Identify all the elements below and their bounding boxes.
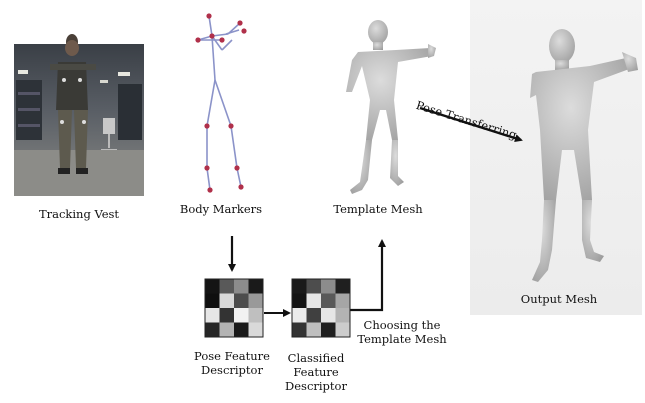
descriptor-cell xyxy=(292,279,307,294)
template-mesh-label: Template Mesh xyxy=(333,202,423,216)
body-markers-skeleton xyxy=(197,15,242,191)
descriptor-cell xyxy=(205,322,220,337)
descriptor-cell xyxy=(248,279,263,294)
descriptor-cell xyxy=(306,293,321,308)
classified-to-template-arrow xyxy=(350,239,386,312)
descriptor-cell xyxy=(205,279,220,294)
classified-line3: Descriptor xyxy=(285,379,347,393)
descriptor-cell xyxy=(306,308,321,323)
descriptor-cell xyxy=(234,308,249,323)
descriptor-cell xyxy=(205,308,220,323)
choosing-template-mesh-label: Choosing the Template Mesh xyxy=(352,318,452,346)
descriptor-cell xyxy=(335,279,350,294)
descriptor-cell xyxy=(321,322,336,337)
descriptor-cell xyxy=(335,293,350,308)
descriptor-cell xyxy=(219,308,234,323)
descriptor-cell xyxy=(321,279,336,294)
output-mesh-figure xyxy=(530,29,638,282)
descriptor-cell xyxy=(234,322,249,337)
pose-transfer-arrow xyxy=(419,106,523,143)
descriptor-cell xyxy=(292,308,307,323)
descriptor-cell xyxy=(335,308,350,323)
tracking-vest-photo xyxy=(14,34,144,196)
tracking-vest-label: Tracking Vest xyxy=(38,207,120,221)
descriptor-cell xyxy=(248,322,263,337)
pose-feature-descriptor-label: Pose Feature Descriptor xyxy=(186,349,278,377)
classified-line2: Feature xyxy=(293,365,339,379)
descriptor-cell xyxy=(321,293,336,308)
classified-feature-descriptor-grid xyxy=(291,278,351,338)
descriptor-border xyxy=(204,278,264,338)
body-markers-points xyxy=(195,13,247,193)
classified-line1: Classified xyxy=(287,351,345,365)
template-mesh-figure xyxy=(346,20,436,194)
descriptor-cell xyxy=(219,293,234,308)
descriptor-cell xyxy=(292,293,307,308)
descriptor-cell xyxy=(306,322,321,337)
pose-feature-descriptor-grid xyxy=(204,278,264,338)
descriptor-cell xyxy=(205,293,220,308)
body-markers-label: Body Markers xyxy=(179,202,263,216)
pose-feature-line1: Pose Feature xyxy=(194,349,270,363)
descriptor-cell xyxy=(234,293,249,308)
descriptor-cell xyxy=(219,322,234,337)
pose-feature-line2: Descriptor xyxy=(201,363,263,377)
descriptor-cell xyxy=(248,293,263,308)
descriptor-cell xyxy=(248,308,263,323)
descriptor-cell xyxy=(321,308,336,323)
choosing-line2: Template Mesh xyxy=(357,332,447,346)
choosing-line1: Choosing the xyxy=(363,318,441,332)
descriptor-cell xyxy=(219,279,234,294)
classified-feature-descriptor-label: Classified Feature Descriptor xyxy=(280,351,352,393)
descriptor-cell xyxy=(234,279,249,294)
descriptor-cell xyxy=(306,279,321,294)
descriptor-border xyxy=(291,278,351,338)
output-mesh-label: Output Mesh xyxy=(520,292,598,306)
descriptor-cell xyxy=(335,322,350,337)
descriptor-cell xyxy=(292,322,307,337)
